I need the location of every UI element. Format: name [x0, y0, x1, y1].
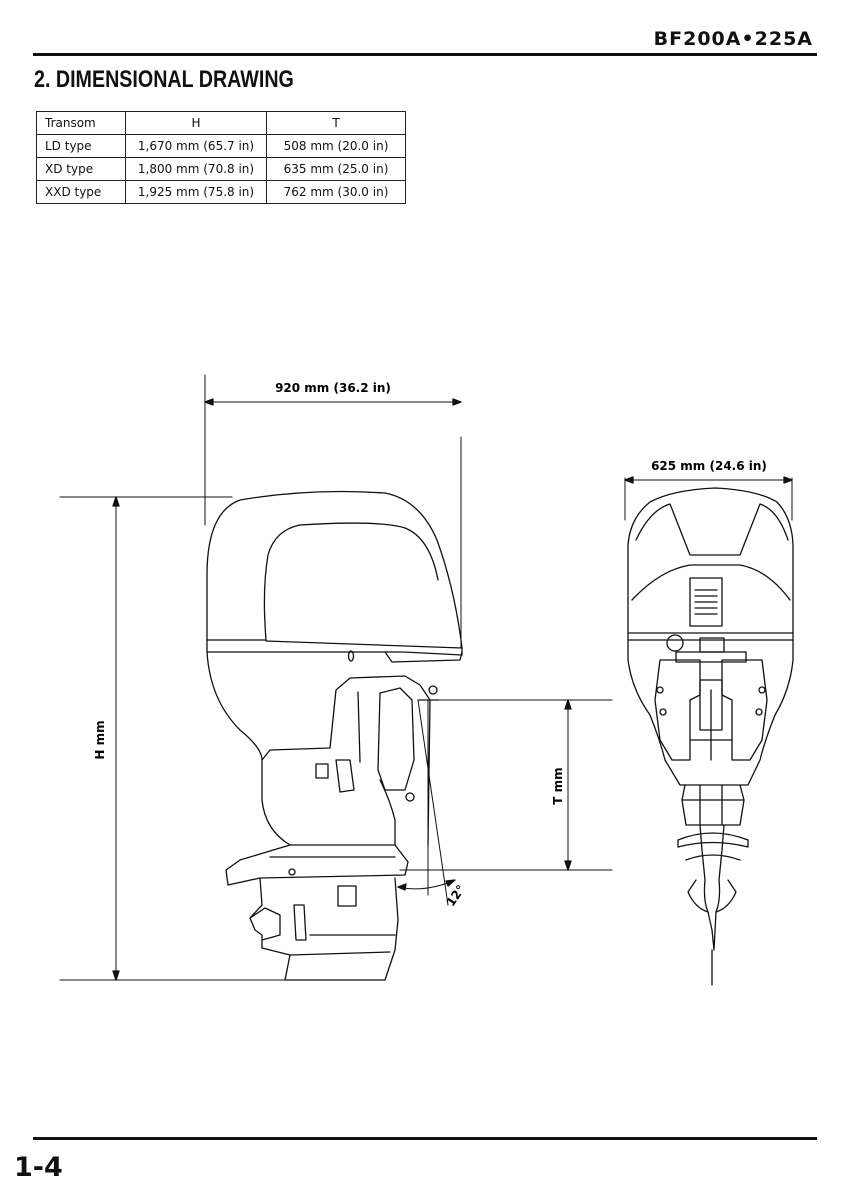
table-row: XD type 1,800 mm (70.8 in) 635 mm (25.0 …: [36, 157, 406, 181]
dimension-t: [399, 699, 613, 871]
section-title: 2. DIMENSIONAL DRAWING: [34, 66, 294, 93]
outboard-front-view: [627, 487, 794, 986]
h-value-cell: 1,670 mm (65.7 in): [125, 134, 267, 158]
dimension-625mm: [624, 476, 793, 521]
dimension-h: [59, 496, 286, 981]
tilt-angle-label: 12°: [443, 882, 467, 909]
t-value-cell: 508 mm (20.0 in): [266, 134, 406, 158]
outboard-side-view: [206, 490, 463, 981]
h-value-cell: 1,925 mm (75.8 in): [125, 180, 267, 204]
footer-rule: [33, 1137, 817, 1140]
transom-type-cell: LD type: [36, 134, 126, 158]
dimension-label-625mm: 625 mm (24.6 in): [651, 459, 767, 473]
t-value-cell: 762 mm (30.0 in): [266, 180, 406, 204]
table-header-row: Transom H T: [36, 111, 406, 135]
table-row: XXD type 1,925 mm (75.8 in) 762 mm (30.0…: [36, 180, 406, 204]
dimension-label-920mm: 920 mm (36.2 in): [275, 381, 391, 395]
tilt-angle-indicator: [397, 699, 456, 906]
page-number: 1-4: [14, 1152, 63, 1183]
transom-type-cell: XXD type: [36, 180, 126, 204]
model-designation: BF200A•225A: [653, 28, 813, 50]
dimension-label-h: H mm: [93, 720, 107, 759]
dimension-label-t: T mm: [551, 767, 565, 804]
header-rule: [33, 53, 817, 56]
table-row: LD type 1,670 mm (65.7 in) 508 mm (20.0 …: [36, 134, 406, 158]
transom-dimension-table: Transom H T LD type 1,670 mm (65.7 in) 5…: [36, 111, 406, 204]
column-header-transom: Transom: [36, 111, 126, 135]
dimension-920mm: [204, 374, 462, 649]
t-value-cell: 635 mm (25.0 in): [266, 157, 406, 181]
